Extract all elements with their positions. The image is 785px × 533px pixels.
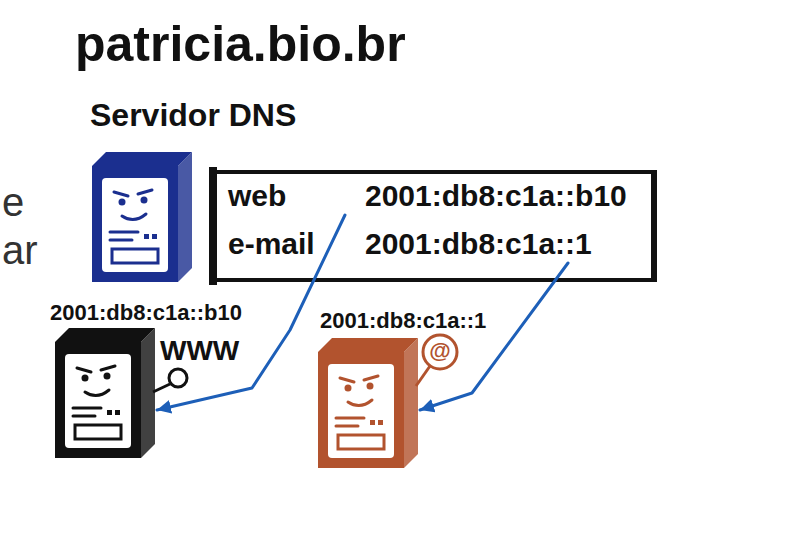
- table-bracket: [209, 167, 217, 285]
- record-address: 2001:db8:c1a::b10: [365, 178, 627, 214]
- server-arm: [153, 384, 170, 392]
- record-name: web: [228, 178, 286, 214]
- cut-text: ar: [2, 226, 38, 274]
- table-bracket: [651, 170, 657, 282]
- dns-table-box: [213, 167, 654, 285]
- mail-server: 2001:db8:c1a::1: [318, 338, 418, 468]
- web-server-icon: [55, 328, 155, 458]
- record-address: 2001:db8:c1a::1: [365, 226, 592, 262]
- title: patricia.bio.br: [75, 14, 406, 74]
- mail-server-icon: [318, 338, 418, 468]
- server-hand: [169, 369, 187, 387]
- web-server: 2001:db8:c1a::b10WWW: [55, 328, 155, 458]
- table-border: [213, 172, 654, 280]
- dns-server-icon: [92, 152, 192, 282]
- cut-text: e: [2, 178, 24, 226]
- dns-record-row: web 2001:db8:c1a::b10: [228, 178, 631, 214]
- www-sign: WWW: [160, 334, 239, 368]
- dns-server: Servidor DNS: [92, 152, 192, 282]
- dns-arrow: [420, 263, 568, 410]
- dns-record-row: e-mail 2001:db8:c1a::1: [228, 226, 596, 262]
- server-heading: Servidor DNS: [90, 96, 296, 134]
- server-address: 2001:db8:c1a::b10: [50, 300, 242, 326]
- server-address: 2001:db8:c1a::1: [320, 308, 486, 334]
- server-arm: [416, 366, 430, 386]
- at-sign: @: [428, 338, 452, 364]
- record-name: e-mail: [228, 226, 315, 262]
- at-sign-badge: [423, 335, 457, 369]
